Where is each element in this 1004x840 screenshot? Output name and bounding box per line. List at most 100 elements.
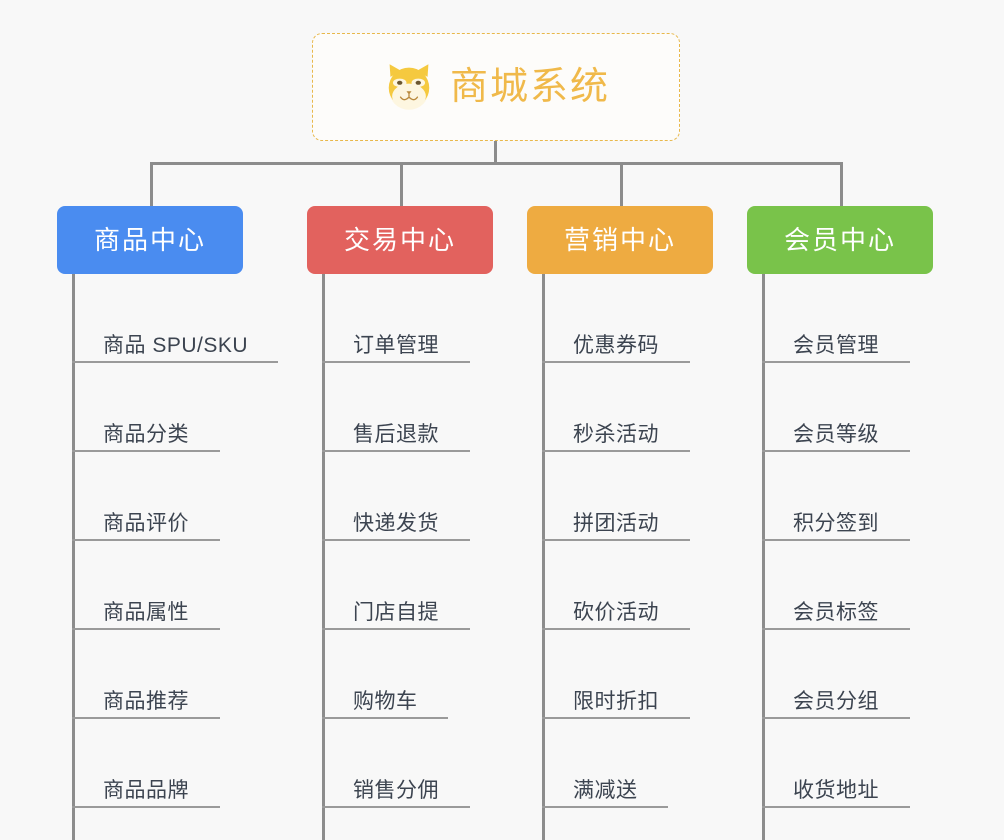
leaf-item[interactable]: 积分签到 xyxy=(747,452,933,541)
leaf-label: 拼团活动 xyxy=(573,512,659,535)
leaf-underline xyxy=(762,717,910,719)
shiba-dog-emoji xyxy=(382,60,436,114)
leaf-label: 购物车 xyxy=(353,690,418,713)
leaf-item[interactable]: 会员分组 xyxy=(747,630,933,719)
leaf-item[interactable]: 收货地址 xyxy=(747,719,933,808)
branch-column-1: 商品中心 商品 SPU/SKU 商品分类 商品评价 商品属性 商品推荐 xyxy=(57,162,278,840)
leaf-label: 积分签到 xyxy=(793,512,879,535)
branch-header-1[interactable]: 商品中心 xyxy=(57,206,243,274)
leaf-underline xyxy=(72,628,220,630)
leaf-list-3: 优惠券码 秒杀活动 拼团活动 砍价活动 限时折扣 满减送 xyxy=(527,274,713,840)
leaf-item[interactable]: 会员标签 xyxy=(747,541,933,630)
branch-drop-line-2 xyxy=(400,162,403,208)
leaf-item[interactable]: 商品评价 xyxy=(57,452,243,541)
leaf-item[interactable]: 商品推荐 xyxy=(57,630,243,719)
leaf-item[interactable]: 销售分佣 xyxy=(307,719,493,808)
leaf-item[interactable]: 商品分类 xyxy=(57,363,243,452)
leaf-item[interactable]: 商品品牌 xyxy=(57,719,243,808)
leaf-underline xyxy=(542,806,668,808)
leaf-label: 快递发货 xyxy=(353,512,439,535)
leaf-item[interactable]: 会员管理 xyxy=(747,274,933,363)
branch-label: 会员中心 xyxy=(783,225,896,255)
leaf-underline xyxy=(322,450,470,452)
leaf-underline xyxy=(762,539,910,541)
leaf-underline xyxy=(542,450,690,452)
leaf-underline xyxy=(322,539,470,541)
leaf-item[interactable]: 购物车 xyxy=(307,630,493,719)
leaf-label: 限时折扣 xyxy=(573,690,659,713)
leaf-underline xyxy=(762,628,910,630)
branch-header-4[interactable]: 会员中心 xyxy=(747,206,933,274)
leaf-label: 销售分佣 xyxy=(353,779,439,802)
root-node[interactable]: 商城系统 xyxy=(312,33,680,141)
root-stem-line xyxy=(494,141,497,165)
leaf-item[interactable]: 砍价活动 xyxy=(527,541,713,630)
leaf-item[interactable]: 快递发货 xyxy=(307,452,493,541)
leaf-item[interactable]: 满减送 xyxy=(527,719,713,808)
branch-label: 交易中心 xyxy=(343,225,456,255)
branch-column-4: 会员中心 会员管理 会员等级 积分签到 会员标签 会员分组 xyxy=(747,162,933,840)
leaf-item[interactable]: 售后退款 xyxy=(307,363,493,452)
branch-drop-line-3 xyxy=(620,162,623,208)
leaf-label: 会员管理 xyxy=(793,334,879,357)
branch-drop-line-1 xyxy=(150,162,153,208)
leaf-underline xyxy=(322,717,448,719)
leaf-underline xyxy=(322,361,470,363)
leaf-label: 商品推荐 xyxy=(103,690,189,713)
leaf-label: 商品评价 xyxy=(103,512,189,535)
leaf-item[interactable]: 商品属性 xyxy=(57,541,243,630)
leaf-label: 收货地址 xyxy=(793,779,879,802)
branch-column-3: 营销中心 优惠券码 秒杀活动 拼团活动 砍价活动 限时折扣 xyxy=(527,162,713,840)
leaf-underline xyxy=(72,717,220,719)
leaf-item[interactable]: 秒杀活动 xyxy=(527,363,713,452)
branch-drop-line-4 xyxy=(840,162,843,208)
leaf-underline xyxy=(322,628,470,630)
leaf-trunk-line-1 xyxy=(72,274,75,840)
leaf-underline xyxy=(762,361,910,363)
leaf-label: 满减送 xyxy=(573,779,638,802)
branch-header-3[interactable]: 营销中心 xyxy=(527,206,713,274)
leaf-label: 会员标签 xyxy=(793,601,879,624)
leaf-underline xyxy=(542,539,690,541)
branch-label: 商品中心 xyxy=(93,225,206,255)
leaf-trunk-line-3 xyxy=(542,274,545,840)
leaf-item[interactable]: 商品 SPU/SKU xyxy=(57,274,278,363)
leaf-label: 门店自提 xyxy=(353,601,439,624)
root-title: 商城系统 xyxy=(449,66,610,108)
leaf-label: 会员等级 xyxy=(793,423,879,446)
leaf-label: 优惠券码 xyxy=(573,334,659,357)
branch-label: 营销中心 xyxy=(563,225,676,255)
leaf-label: 商品品牌 xyxy=(103,779,189,802)
leaf-item[interactable]: 优惠券码 xyxy=(527,274,713,363)
leaf-underline xyxy=(322,806,470,808)
leaf-underline xyxy=(72,806,220,808)
branch-header-2[interactable]: 交易中心 xyxy=(307,206,493,274)
leaf-trunk-line-2 xyxy=(322,274,325,840)
leaf-item[interactable]: 订单管理 xyxy=(307,274,493,363)
leaf-underline xyxy=(762,806,910,808)
leaf-label: 秒杀活动 xyxy=(573,423,659,446)
branch-column-2: 交易中心 订单管理 售后退款 快递发货 门店自提 购物车 xyxy=(307,162,493,840)
leaf-label: 会员分组 xyxy=(793,690,879,713)
branch-bus-line xyxy=(151,162,841,165)
leaf-underline xyxy=(762,450,910,452)
leaf-item[interactable]: 门店自提 xyxy=(307,541,493,630)
leaf-list-1: 商品 SPU/SKU 商品分类 商品评价 商品属性 商品推荐 商品品牌 xyxy=(57,274,278,840)
leaf-underline xyxy=(542,361,690,363)
leaf-label: 商品 SPU/SKU xyxy=(103,334,249,357)
leaf-underline xyxy=(542,717,690,719)
leaf-underline xyxy=(72,361,278,363)
leaf-underline xyxy=(72,450,220,452)
leaf-label: 商品属性 xyxy=(103,601,189,624)
leaf-underline xyxy=(542,628,690,630)
leaf-list-2: 订单管理 售后退款 快递发货 门店自提 购物车 销售分佣 xyxy=(307,274,493,840)
leaf-item[interactable]: 拼团活动 xyxy=(527,452,713,541)
leaf-label: 订单管理 xyxy=(353,334,439,357)
leaf-item[interactable]: 限时折扣 xyxy=(527,630,713,719)
leaf-item[interactable]: 会员等级 xyxy=(747,363,933,452)
leaf-label: 售后退款 xyxy=(353,423,439,446)
leaf-label: 砍价活动 xyxy=(573,601,659,624)
leaf-list-4: 会员管理 会员等级 积分签到 会员标签 会员分组 收货地址 xyxy=(747,274,933,840)
leaf-underline xyxy=(72,539,220,541)
